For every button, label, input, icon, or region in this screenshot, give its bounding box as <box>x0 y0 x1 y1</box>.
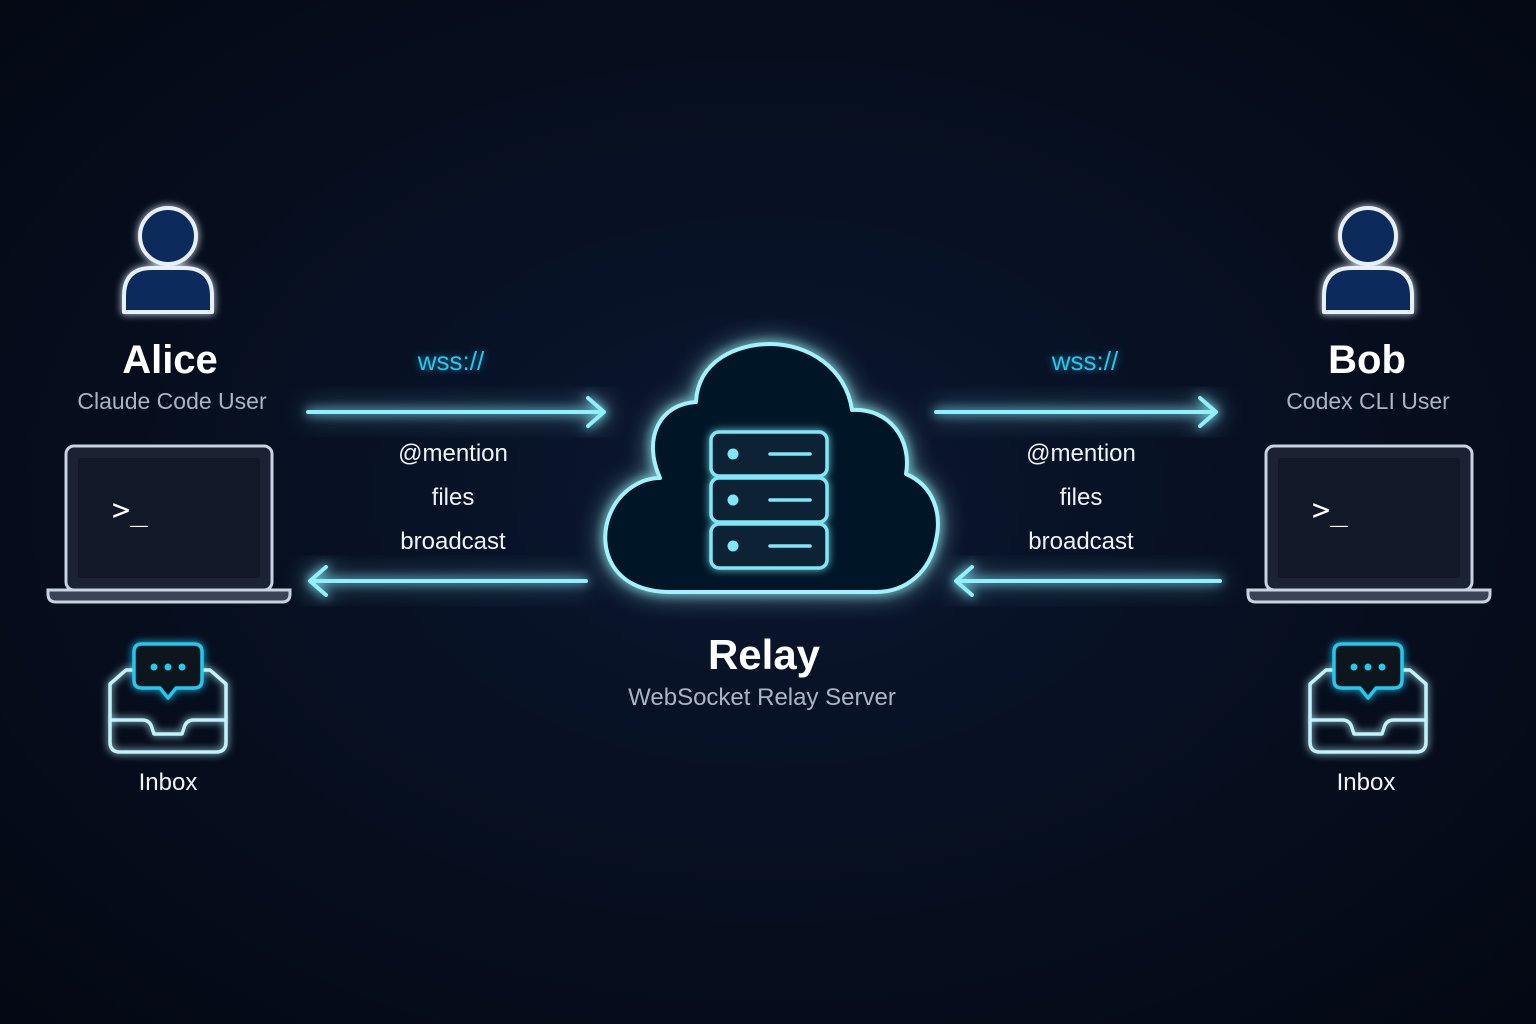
bob-name: Bob <box>1328 338 1406 382</box>
bob-inbox-label: Inbox <box>1336 769 1396 796</box>
bob-role: Codex CLI User <box>1286 388 1450 414</box>
alice-user-icon <box>122 206 214 314</box>
left-link-feature-mention: @mention <box>398 440 508 467</box>
right-link-protocol: wss:// <box>1051 346 1119 376</box>
relay-to-bob-arrow <box>934 396 1218 428</box>
bob-to-relay-arrow <box>954 565 1222 597</box>
right-link-feature-files: files <box>1059 484 1103 511</box>
alice-laptop-icon <box>46 444 292 604</box>
relay-subtitle: WebSocket Relay Server <box>628 684 896 711</box>
alice-inbox-label: Inbox <box>138 769 198 796</box>
alice-name: Alice <box>122 338 218 382</box>
relay-server-icon <box>709 430 829 570</box>
alice-role: Claude Code User <box>77 388 267 414</box>
bob-laptop-icon <box>1246 444 1492 604</box>
bob-inbox-icon <box>1308 642 1428 754</box>
alice-terminal-prompt: >_ <box>111 493 149 528</box>
relay-to-alice-arrow <box>308 565 588 597</box>
right-link-feature-broadcast: broadcast <box>1028 528 1134 555</box>
alice-to-relay-arrow <box>306 396 606 428</box>
bob-user-icon <box>1322 206 1414 314</box>
relay-name: Relay <box>707 631 821 678</box>
right-link-feature-mention: @mention <box>1026 440 1136 467</box>
left-link-feature-broadcast: broadcast <box>400 528 506 555</box>
left-link-protocol: wss:// <box>417 346 485 376</box>
left-link-feature-files: files <box>431 484 475 511</box>
alice-inbox-icon <box>108 642 228 754</box>
bob-terminal-prompt: >_ <box>1311 493 1349 528</box>
